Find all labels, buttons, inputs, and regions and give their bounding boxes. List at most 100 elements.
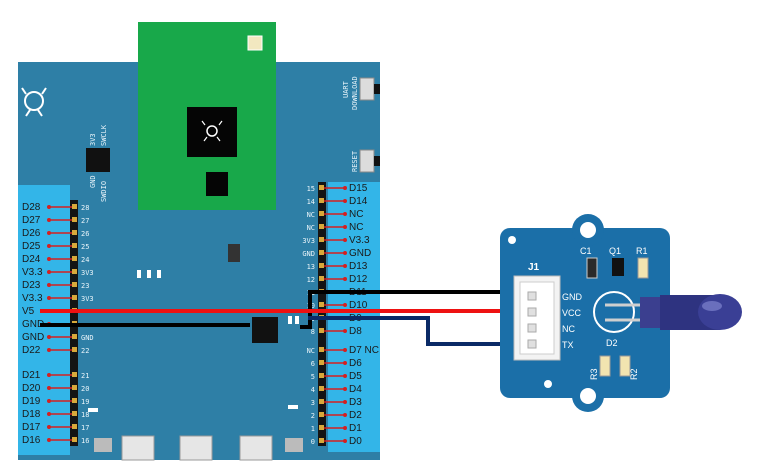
pin-dot xyxy=(47,425,51,429)
left-pin-number: 18 xyxy=(81,411,89,419)
antenna-icon xyxy=(247,35,263,51)
smd-part xyxy=(288,316,292,324)
left-pin-label: D19 xyxy=(22,396,41,407)
right-pin-label: NC xyxy=(349,209,363,220)
pin-dot xyxy=(343,348,347,352)
module-pin-socket xyxy=(527,307,537,317)
left-pin-number: 24 xyxy=(81,256,89,264)
download-label: DOWNLOAD xyxy=(351,76,359,110)
pin-pad xyxy=(72,398,77,403)
pin-pad xyxy=(72,204,77,209)
pin-dot xyxy=(47,399,51,403)
left-pin-number: 19 xyxy=(81,398,89,406)
left-pin-row: D19 19 xyxy=(22,396,89,407)
module-pin-label: GND xyxy=(562,292,583,302)
pin-dot xyxy=(47,205,51,209)
left-pin-label: D22 xyxy=(22,345,41,356)
pin-dot xyxy=(47,296,51,300)
pin-dot xyxy=(47,438,51,442)
uart-button-cap xyxy=(374,84,380,94)
pin-dot xyxy=(343,238,347,242)
right-pin-row: D33 xyxy=(311,397,362,408)
right-pin-number: NC xyxy=(307,224,315,232)
regulator-chip xyxy=(252,317,278,343)
smd-part xyxy=(295,316,299,324)
ir-led-icon xyxy=(605,294,742,330)
module-pin-label: VCC xyxy=(562,308,582,318)
module-pin-label: NC xyxy=(562,324,575,334)
pin-dot xyxy=(343,251,347,255)
pin-pad xyxy=(72,347,77,352)
left-pin-number: 25 xyxy=(81,243,89,251)
right-pin-label: D6 xyxy=(349,358,362,369)
pin-dot xyxy=(47,386,51,390)
right-pin-number: 13 xyxy=(307,263,315,271)
left-pin-row: D27 27 xyxy=(22,215,89,226)
right-pin-number: 5 xyxy=(311,373,315,381)
reset-button[interactable] xyxy=(359,149,375,173)
right-pin-label: D0 xyxy=(349,436,362,447)
right-pin-label: GND xyxy=(349,248,371,259)
right-pin-number: 12 xyxy=(307,276,315,284)
pin-pad xyxy=(319,185,324,190)
d2-label: D2 xyxy=(606,338,618,348)
pin-dot xyxy=(343,426,347,430)
pin-pad xyxy=(72,230,77,235)
swd-swdio-label: SWDIO xyxy=(100,181,108,202)
bottom-connector xyxy=(121,435,155,461)
module-pin: GND xyxy=(527,291,583,302)
pin-dot xyxy=(47,270,51,274)
pin-pad xyxy=(72,269,77,274)
right-pin-number: 4 xyxy=(311,386,315,394)
left-pin-number: GND xyxy=(81,334,94,342)
swd-header xyxy=(86,148,110,172)
mount-hole xyxy=(544,380,552,388)
mount-hole xyxy=(580,222,596,238)
smd-part xyxy=(157,270,161,278)
pin-pad xyxy=(319,237,324,242)
pin-pad xyxy=(319,360,324,365)
right-pin-row: D5 5 xyxy=(311,371,362,382)
uart-download-button[interactable] xyxy=(359,77,375,101)
pin-pad xyxy=(72,424,77,429)
pin-pad xyxy=(72,243,77,248)
smd-part xyxy=(88,408,98,412)
pin-pad xyxy=(72,334,77,339)
module-pin: VCC xyxy=(527,307,582,318)
right-pin-label: D1 xyxy=(349,423,362,434)
swd-swclk-label: SWCLK xyxy=(100,124,108,146)
left-pin-number: 27 xyxy=(81,217,89,225)
left-pin-label: GND xyxy=(22,319,44,330)
left-pin-label: D21 xyxy=(22,370,41,381)
q1-label: Q1 xyxy=(609,246,621,256)
module-pin-socket xyxy=(527,323,537,333)
bottom-button xyxy=(94,438,112,452)
right-pin-number: 15 xyxy=(307,185,315,193)
right-pin-number: NC xyxy=(307,347,315,355)
left-pin-label: D27 xyxy=(22,215,41,226)
right-pin-label: D8 xyxy=(349,326,362,337)
pin-pad xyxy=(319,347,324,352)
pin-pad xyxy=(319,302,324,307)
pin-dot xyxy=(343,277,347,281)
uart-label: UART xyxy=(342,80,350,98)
left-pin-number: 28 xyxy=(81,204,89,212)
pin-pad xyxy=(319,224,324,229)
pin-pad xyxy=(72,385,77,390)
right-pin-label: D5 xyxy=(349,371,362,382)
pin-pad xyxy=(319,399,324,404)
chip-logo-icon xyxy=(201,120,223,142)
left-pin-label: V3.3 xyxy=(22,267,43,278)
right-pin-number: 14 xyxy=(307,198,315,206)
